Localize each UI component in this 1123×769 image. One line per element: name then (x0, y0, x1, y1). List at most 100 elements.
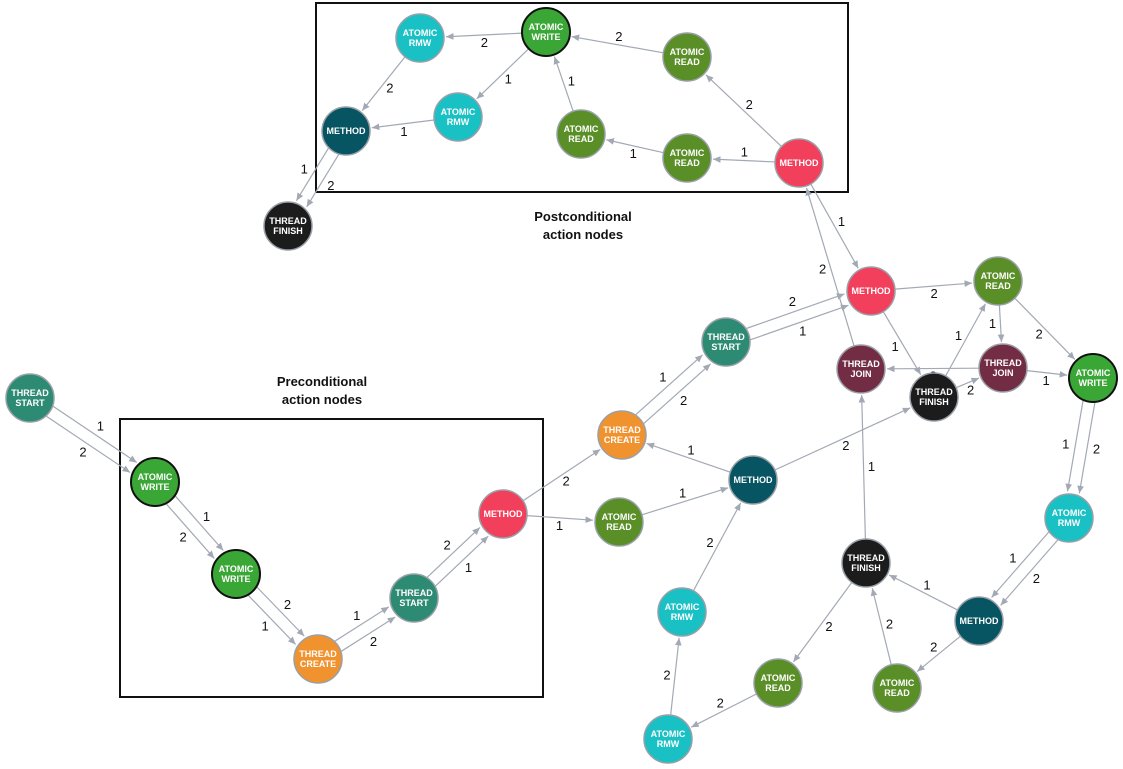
edge-label-33: 1 (838, 214, 845, 229)
node-label: WRITE (1079, 378, 1108, 388)
node-label: METHOD (734, 475, 773, 485)
edge-m3-r2-30 (894, 280, 973, 290)
node-circle (597, 410, 647, 460)
edge-rmw4-m2-51 (692, 502, 742, 592)
node-label: CREATE (300, 659, 336, 669)
node-circle (662, 133, 712, 183)
edge-label-23: 1 (659, 370, 666, 385)
edge-label-0: 2 (481, 35, 488, 50)
edge-label-3: 1 (400, 124, 407, 139)
node-circle (321, 106, 371, 156)
nodes-layer: ATOMICWRITEATOMICRMWATOMICREADATOMICRMWM… (5, 7, 1118, 764)
edge-r2-w3-35 (1014, 297, 1076, 360)
node-circle (1068, 353, 1118, 403)
node-label: START (711, 342, 741, 352)
node-label: READ (674, 57, 700, 67)
edge-label-18: 2 (370, 634, 377, 649)
node-circle (836, 344, 886, 394)
node-label: JOIN (850, 369, 871, 379)
edge-label-43: 2 (1033, 571, 1040, 586)
edge-label-22: 1 (556, 518, 563, 533)
edge-r1-m2-27 (641, 486, 729, 516)
edge-tj2-w3-39 (1026, 370, 1068, 378)
node-label: ATOMIC (219, 564, 254, 574)
node-circle (263, 201, 313, 251)
postconditional-caption-line1: Postconditional (534, 209, 632, 224)
node-label: ATOMIC (1076, 368, 1111, 378)
edge-label-49: 2 (717, 695, 724, 710)
node-m2: METHOD (728, 455, 778, 505)
edge-label-6: 1 (630, 146, 637, 161)
edge-label-37: 2 (967, 382, 974, 397)
edge-ts1-m1-19 (435, 535, 489, 587)
preconditional-box (119, 418, 544, 698)
edge-tj2-tj1-38 (886, 365, 980, 373)
edge-label-34: 1 (989, 316, 996, 331)
edge-label-41: 2 (1093, 442, 1100, 457)
node-label: THREAD (299, 649, 337, 659)
edge-label-46: 2 (930, 640, 937, 655)
node-label: ATOMIC (1052, 508, 1087, 518)
node-circle (657, 587, 707, 637)
edge-label-2: 1 (505, 72, 512, 87)
edge-label-45: 2 (886, 617, 893, 632)
edge-label-35: 2 (1035, 326, 1042, 341)
node-label: ATOMIC (529, 22, 564, 32)
edge-label-42: 1 (1009, 550, 1016, 565)
edge-label-50: 2 (663, 668, 670, 683)
edge-label-21: 2 (562, 474, 569, 489)
node-label: THREAD (11, 388, 49, 398)
edge-label-12: 2 (79, 444, 86, 459)
node-circle (293, 634, 343, 684)
node-label: FINISH (273, 226, 303, 236)
edge-m2-tf1-29 (774, 407, 911, 471)
edge-label-28: 1 (687, 442, 694, 457)
edge-p_method-p_finish-10 (306, 154, 340, 208)
node-circle (662, 32, 712, 82)
edge-rmw5-rmw4-50 (670, 637, 682, 716)
edge-w2-tc1-16 (256, 586, 305, 637)
node-m3: METHOD (846, 266, 896, 316)
node-label: JOIN (992, 368, 1013, 378)
node-label: ATOMIC (670, 148, 705, 158)
edge-tj1-p_methodR-32 (805, 187, 855, 347)
node-label: RMW (447, 117, 470, 127)
node-p_methodR: METHOD (774, 138, 824, 188)
preconditional-caption-line2: action nodes (282, 392, 362, 407)
node-label: METHOD (852, 286, 891, 296)
edge-tf2-tj1-47 (858, 394, 866, 540)
edge-label-32: 2 (819, 261, 826, 276)
edge-r2-tj2-34 (997, 304, 1005, 343)
node-circle (872, 663, 922, 713)
edge-tf2-r3-48 (792, 581, 853, 663)
node-label: READ (674, 158, 700, 168)
node-label: READ (765, 683, 791, 693)
edge-p_read1-p_write-4 (571, 34, 664, 54)
edge-r3-rmw5-49 (690, 693, 757, 728)
edge-label-24: 2 (680, 393, 687, 408)
edge-label-31: 1 (891, 339, 898, 354)
node-label: READ (985, 281, 1011, 291)
node-label: THREAD (915, 387, 953, 397)
node-circle (211, 549, 261, 599)
node-label: WRITE (532, 32, 561, 42)
node-label: THREAD (847, 553, 885, 563)
node-label: ATOMIC (761, 673, 796, 683)
edge-m4-tf2-44 (888, 574, 958, 611)
edge-label-47: 1 (868, 459, 875, 474)
edge-m2-tc2-28 (646, 442, 731, 473)
node-circle (978, 343, 1028, 393)
node-circle (389, 573, 439, 623)
node-circle (774, 138, 824, 188)
